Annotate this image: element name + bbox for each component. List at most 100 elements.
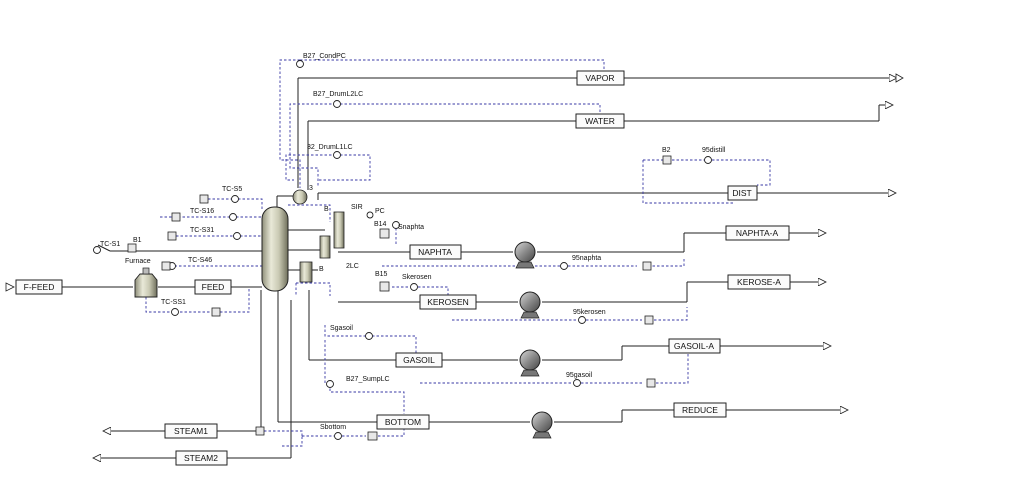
controller-b27-sumplc[interactable]: B27_SumpLC	[326, 376, 390, 388]
svg-text:NAPHTA: NAPHTA	[418, 247, 452, 257]
stream-gasoil-a[interactable]: GASOIL-A	[668, 338, 721, 354]
svg-text:Furnace: Furnace	[125, 258, 151, 265]
svg-text:B: B	[324, 206, 329, 213]
controller-tc-s5[interactable]: TC-S5	[222, 186, 242, 203]
svg-text:B1: B1	[133, 237, 142, 244]
controller-95gasoil[interactable]: 95gasoil	[566, 372, 593, 387]
block-b-small: B	[324, 206, 329, 213]
svg-text:SIR: SIR	[351, 204, 363, 211]
stream-steam2[interactable]: STEAM2	[175, 450, 228, 466]
pump-bottom-icon[interactable]	[531, 411, 553, 439]
block-b: B	[319, 266, 324, 273]
controller-pc[interactable]: PC	[366, 208, 385, 219]
pump-kerosen-icon[interactable]	[519, 291, 541, 319]
svg-text:B2: B2	[662, 147, 671, 154]
controller-tc-s46[interactable]: TC-S46	[168, 257, 213, 270]
stream-kerosen[interactable]: KEROSEN	[419, 294, 477, 310]
bottom-controller-box[interactable]	[367, 431, 378, 441]
svg-text:NAPHTA-A: NAPHTA-A	[736, 228, 779, 238]
block-b15[interactable]: B15	[375, 271, 390, 292]
controller-95distill[interactable]: 95distill	[702, 147, 726, 164]
svg-text:2LC: 2LC	[346, 263, 359, 270]
stream-water[interactable]: WATER	[575, 113, 625, 129]
controller-skerosen[interactable]: Skerosen	[402, 274, 432, 291]
side-stripper-2[interactable]	[319, 235, 331, 259]
tc-s5-box[interactable]	[199, 194, 209, 204]
main-column[interactable]	[261, 206, 289, 292]
stream-naphta-a[interactable]: NAPHTA-A	[725, 225, 790, 241]
steam-controller-box[interactable]	[255, 426, 265, 436]
svg-text:95naphta: 95naphta	[572, 255, 601, 262]
svg-text:F-FEED: F-FEED	[24, 282, 55, 292]
controller-tc-s16[interactable]: TC-S16	[190, 208, 237, 221]
block-col-3: 3	[309, 185, 313, 192]
side-stripper-3[interactable]	[299, 261, 313, 283]
svg-text:TC-S31: TC-S31	[190, 227, 214, 234]
pump-naphta-icon[interactable]	[514, 241, 536, 269]
pump-gasoil-icon[interactable]	[519, 349, 541, 377]
controller-2lc[interactable]: 2LC	[346, 263, 359, 270]
svg-text:B27_DrumL2LC: B27_DrumL2LC	[313, 91, 363, 98]
kerosen-controller-box[interactable]	[644, 315, 654, 325]
svg-text:TC-SS1: TC-SS1	[161, 299, 186, 306]
svg-text:B15: B15	[375, 271, 388, 278]
svg-text:B: B	[319, 266, 324, 273]
stream-gasoil[interactable]: GASOIL	[395, 352, 443, 368]
stream-kerose-a[interactable]: KEROSE-A	[727, 274, 791, 290]
svg-text:PC: PC	[375, 208, 385, 215]
svg-text:95gasoil: 95gasoil	[566, 372, 593, 379]
stream-f-feed[interactable]: F-FEED	[15, 279, 63, 295]
svg-text:3: 3	[309, 185, 313, 192]
block-b2[interactable]: B2	[662, 147, 672, 165]
svg-text:Sgasoil: Sgasoil	[330, 325, 353, 332]
controller-druml1lc[interactable]: 32_DrumL1LC	[307, 144, 353, 159]
svg-text:BOTTOM: BOTTOM	[385, 417, 421, 427]
controller-sbottom[interactable]: Sbottom	[320, 424, 346, 440]
naphta-controller-box[interactable]	[642, 261, 652, 271]
stream-feed[interactable]: FEED	[194, 279, 232, 295]
svg-text:KEROSEN: KEROSEN	[427, 297, 469, 307]
svg-text:Skerosen: Skerosen	[402, 274, 432, 281]
feed-controller-box[interactable]	[211, 307, 221, 317]
svg-text:B27_CondPC: B27_CondPC	[303, 53, 346, 60]
process-lines	[62, 78, 897, 458]
controller-tc-ss1[interactable]: TC-SS1	[161, 299, 186, 316]
svg-text:VAPOR: VAPOR	[585, 73, 614, 83]
tc-s16-box[interactable]	[171, 212, 181, 222]
block-b1[interactable]: B1	[127, 237, 142, 253]
controller-tc-s31[interactable]: TC-S31	[190, 227, 241, 240]
svg-text:FEED: FEED	[202, 282, 225, 292]
svg-text:TC-S1: TC-S1	[100, 241, 120, 248]
controller-95naphta[interactable]: 95naphta	[560, 255, 602, 270]
stream-dist[interactable]: DIST	[727, 185, 758, 201]
svg-text:TC-S5: TC-S5	[222, 186, 242, 193]
stream-naphta[interactable]: NAPHTA	[409, 244, 462, 260]
feed-inlet-arrow-icon	[5, 282, 15, 292]
svg-text:Sbottom: Sbottom	[320, 424, 346, 431]
svg-text:B27_SumpLC: B27_SumpLC	[346, 376, 390, 383]
gasoil-controller-box[interactable]	[646, 378, 656, 388]
svg-text:DIST: DIST	[732, 188, 751, 198]
stream-steam1[interactable]: STEAM1	[164, 423, 218, 439]
svg-text:95kerosen: 95kerosen	[573, 309, 606, 316]
svg-text:STEAM2: STEAM2	[184, 453, 218, 463]
block-b14[interactable]: B14	[374, 221, 390, 239]
controller-snaphta[interactable]: Snaphta	[392, 221, 425, 232]
controller-sir[interactable]: SIR	[351, 204, 363, 211]
tc-s31-box[interactable]	[167, 231, 177, 241]
furnace-icon[interactable]	[134, 267, 158, 298]
stream-vapor[interactable]: VAPOR	[576, 70, 625, 86]
condenser-drum[interactable]	[292, 189, 308, 205]
controller-sgasoil[interactable]: Sgasoil	[330, 325, 373, 340]
stream-reduce[interactable]: REDUCE	[673, 402, 727, 418]
tc-s46-box[interactable]	[161, 261, 171, 271]
controller-95kerosen[interactable]: 95kerosen	[573, 309, 606, 324]
controller-b27-druml2lc[interactable]: B27_DrumL2LC	[313, 91, 363, 108]
side-stripper-1[interactable]	[333, 211, 345, 249]
control-signal-lines	[93, 59, 771, 447]
controller-tc-s1[interactable]: TC-S1	[93, 241, 121, 254]
svg-text:GASOIL: GASOIL	[403, 355, 435, 365]
svg-text:REDUCE: REDUCE	[682, 405, 718, 415]
stream-bottom[interactable]: BOTTOM	[376, 414, 430, 430]
controller-b27-condpc[interactable]: B27_CondPC	[296, 53, 346, 68]
